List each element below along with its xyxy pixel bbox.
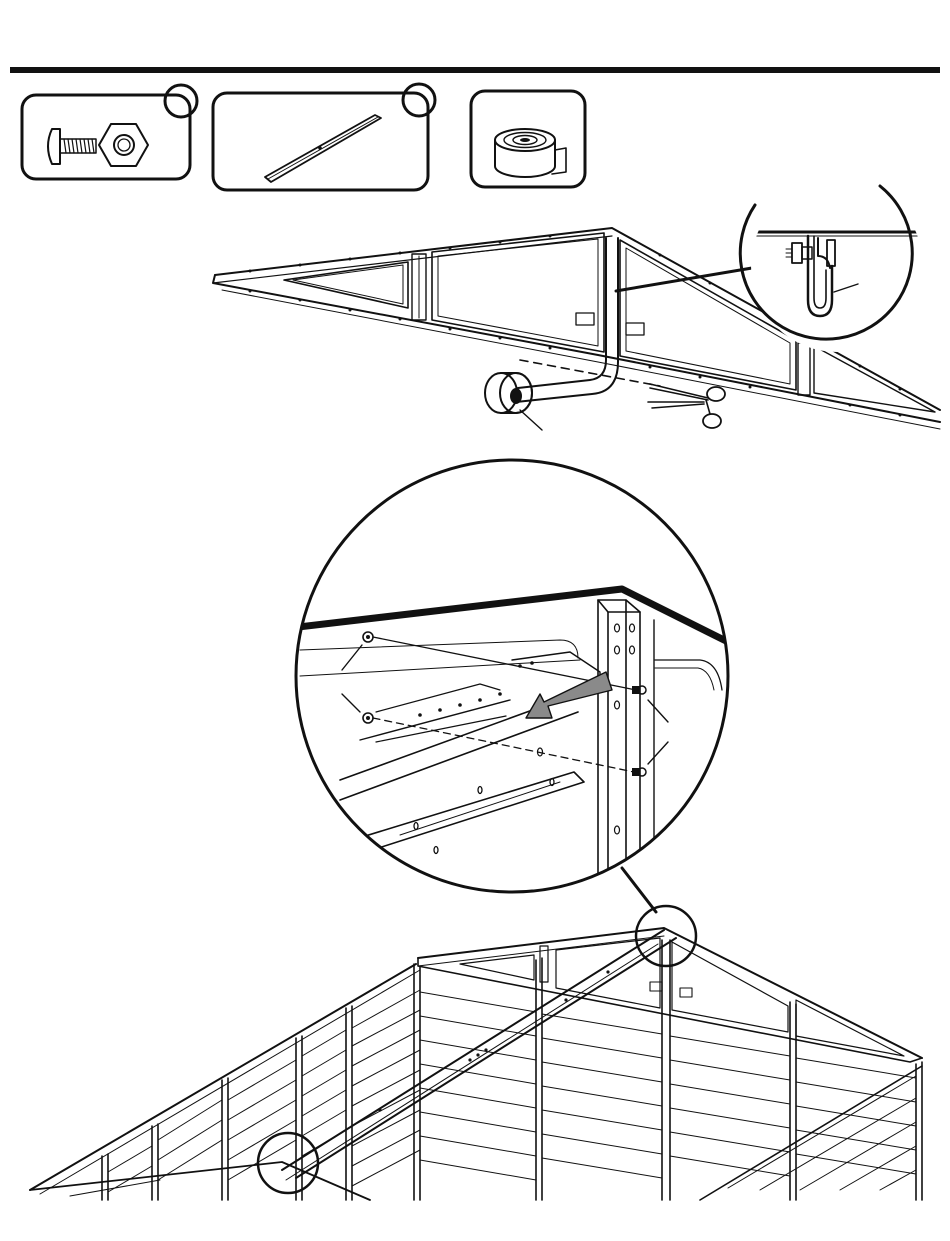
part-box-frame — [213, 93, 428, 190]
bolt-nut-icon — [48, 124, 148, 166]
tape-roll-icon — [485, 373, 542, 430]
brace-strip-icon — [265, 115, 381, 182]
tape-roll-icon — [495, 129, 566, 177]
gable-attach-detail — [290, 455, 740, 912]
part-id-circle — [403, 84, 435, 116]
part-box-gable-brace — [213, 84, 435, 190]
part-id-circle — [165, 85, 197, 117]
ridge-detail-marker — [636, 906, 696, 966]
header-rule — [10, 67, 940, 73]
part-box-foam-tape — [471, 91, 585, 187]
scissors-icon — [648, 384, 725, 428]
shed-frame-view — [30, 906, 922, 1200]
clip-detail-icon — [740, 170, 940, 370]
part-box-screw-nut — [22, 85, 197, 179]
detail-leader-line — [616, 268, 752, 291]
detail-leader-line — [622, 868, 656, 912]
